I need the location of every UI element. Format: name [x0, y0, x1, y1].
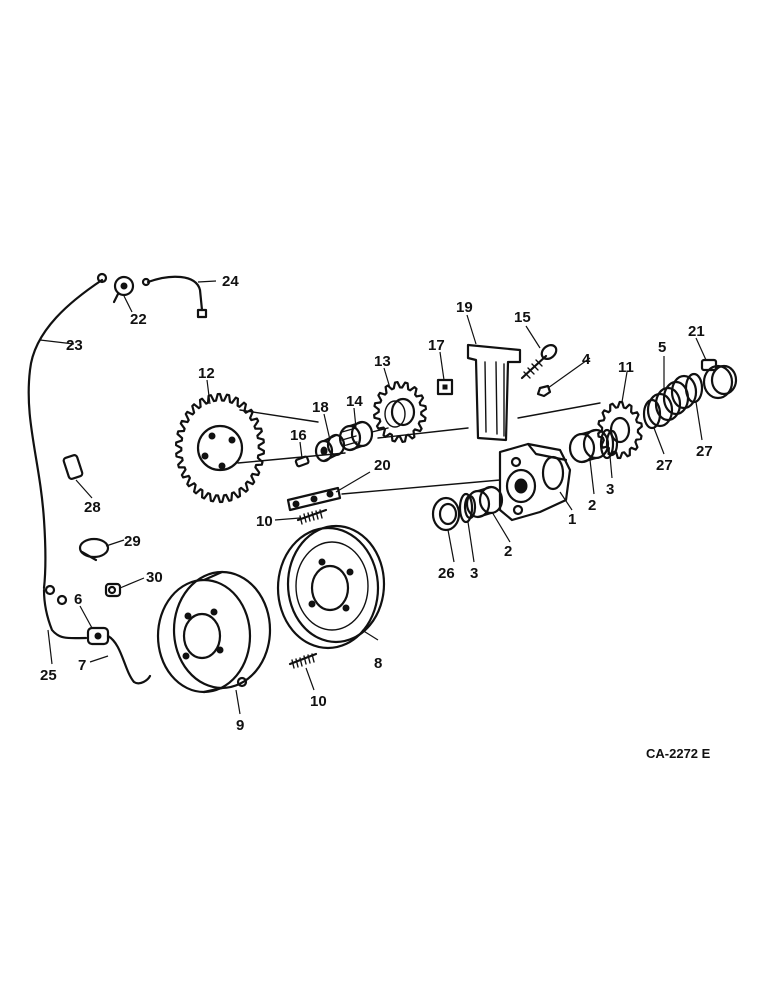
callout-7: 7 [78, 657, 86, 674]
callout-17: 17 [428, 337, 445, 354]
callout-4: 4 [582, 351, 591, 368]
spring-washers [642, 372, 704, 430]
washer-lower [458, 492, 477, 524]
callout-30: 30 [146, 569, 163, 586]
callout-10a: 10 [256, 513, 273, 530]
connector [104, 582, 122, 598]
callout-25: 25 [40, 667, 57, 684]
callout-3b: 3 [470, 565, 478, 582]
callout-2a: 2 [588, 497, 596, 514]
bearing-housing [498, 442, 572, 522]
callout-5: 5 [658, 339, 666, 356]
callout-28: 28 [84, 499, 101, 516]
small-nut [536, 384, 552, 398]
wiring-harness [42, 584, 152, 685]
needle-bearing [338, 420, 374, 452]
sleeve [62, 454, 84, 480]
bolt [520, 344, 558, 380]
wire-lead [141, 275, 208, 319]
clutch-plate [276, 524, 386, 650]
callout-29: 29 [124, 533, 141, 550]
callout-10b: 10 [310, 693, 327, 710]
leader-lines [39, 280, 707, 715]
callout-27a: 27 [656, 457, 673, 474]
drawing-code: CA-2272 E [646, 746, 711, 761]
callout-23: 23 [66, 337, 83, 354]
hose-clamp [700, 358, 738, 400]
callout-22: 22 [130, 311, 147, 328]
callout-labels: 1 2 2 3 3 4 5 6 7 8 9 10 10 11 12 13 14 … [40, 273, 713, 734]
callout-26: 26 [438, 565, 455, 582]
stud-lower [288, 652, 318, 669]
cable [27, 272, 108, 590]
bushing-lower [465, 485, 504, 519]
callout-8: 8 [374, 655, 382, 672]
callout-15: 15 [514, 309, 531, 326]
callout-2b: 2 [504, 543, 512, 560]
callout-27b: 27 [696, 443, 713, 460]
stud-upper [296, 508, 328, 525]
callout-6: 6 [74, 591, 82, 608]
small-sprocket [373, 381, 427, 443]
chain-link [286, 486, 342, 512]
callout-21: 21 [688, 323, 705, 340]
callout-16: 16 [290, 427, 307, 444]
callout-24: 24 [222, 273, 239, 290]
callout-19: 19 [456, 299, 473, 316]
callout-13: 13 [374, 353, 391, 370]
large-sprocket [175, 392, 265, 504]
callout-14: 14 [346, 393, 363, 410]
callout-18: 18 [312, 399, 329, 416]
callout-20: 20 [374, 457, 391, 474]
callout-3a: 3 [606, 481, 614, 498]
washer-upper [599, 428, 619, 460]
idler-sprocket [597, 400, 643, 460]
bracket [466, 343, 522, 442]
seal-ring [431, 496, 461, 532]
drum [156, 570, 272, 694]
assembly-lines [237, 402, 601, 495]
square-nut [436, 378, 454, 396]
callout-11: 11 [618, 359, 634, 376]
switch [112, 275, 135, 304]
callout-9: 9 [236, 717, 244, 734]
callout-12: 12 [198, 365, 215, 382]
clip [78, 537, 110, 562]
pin [294, 455, 310, 468]
callout-1: 1 [568, 511, 576, 528]
